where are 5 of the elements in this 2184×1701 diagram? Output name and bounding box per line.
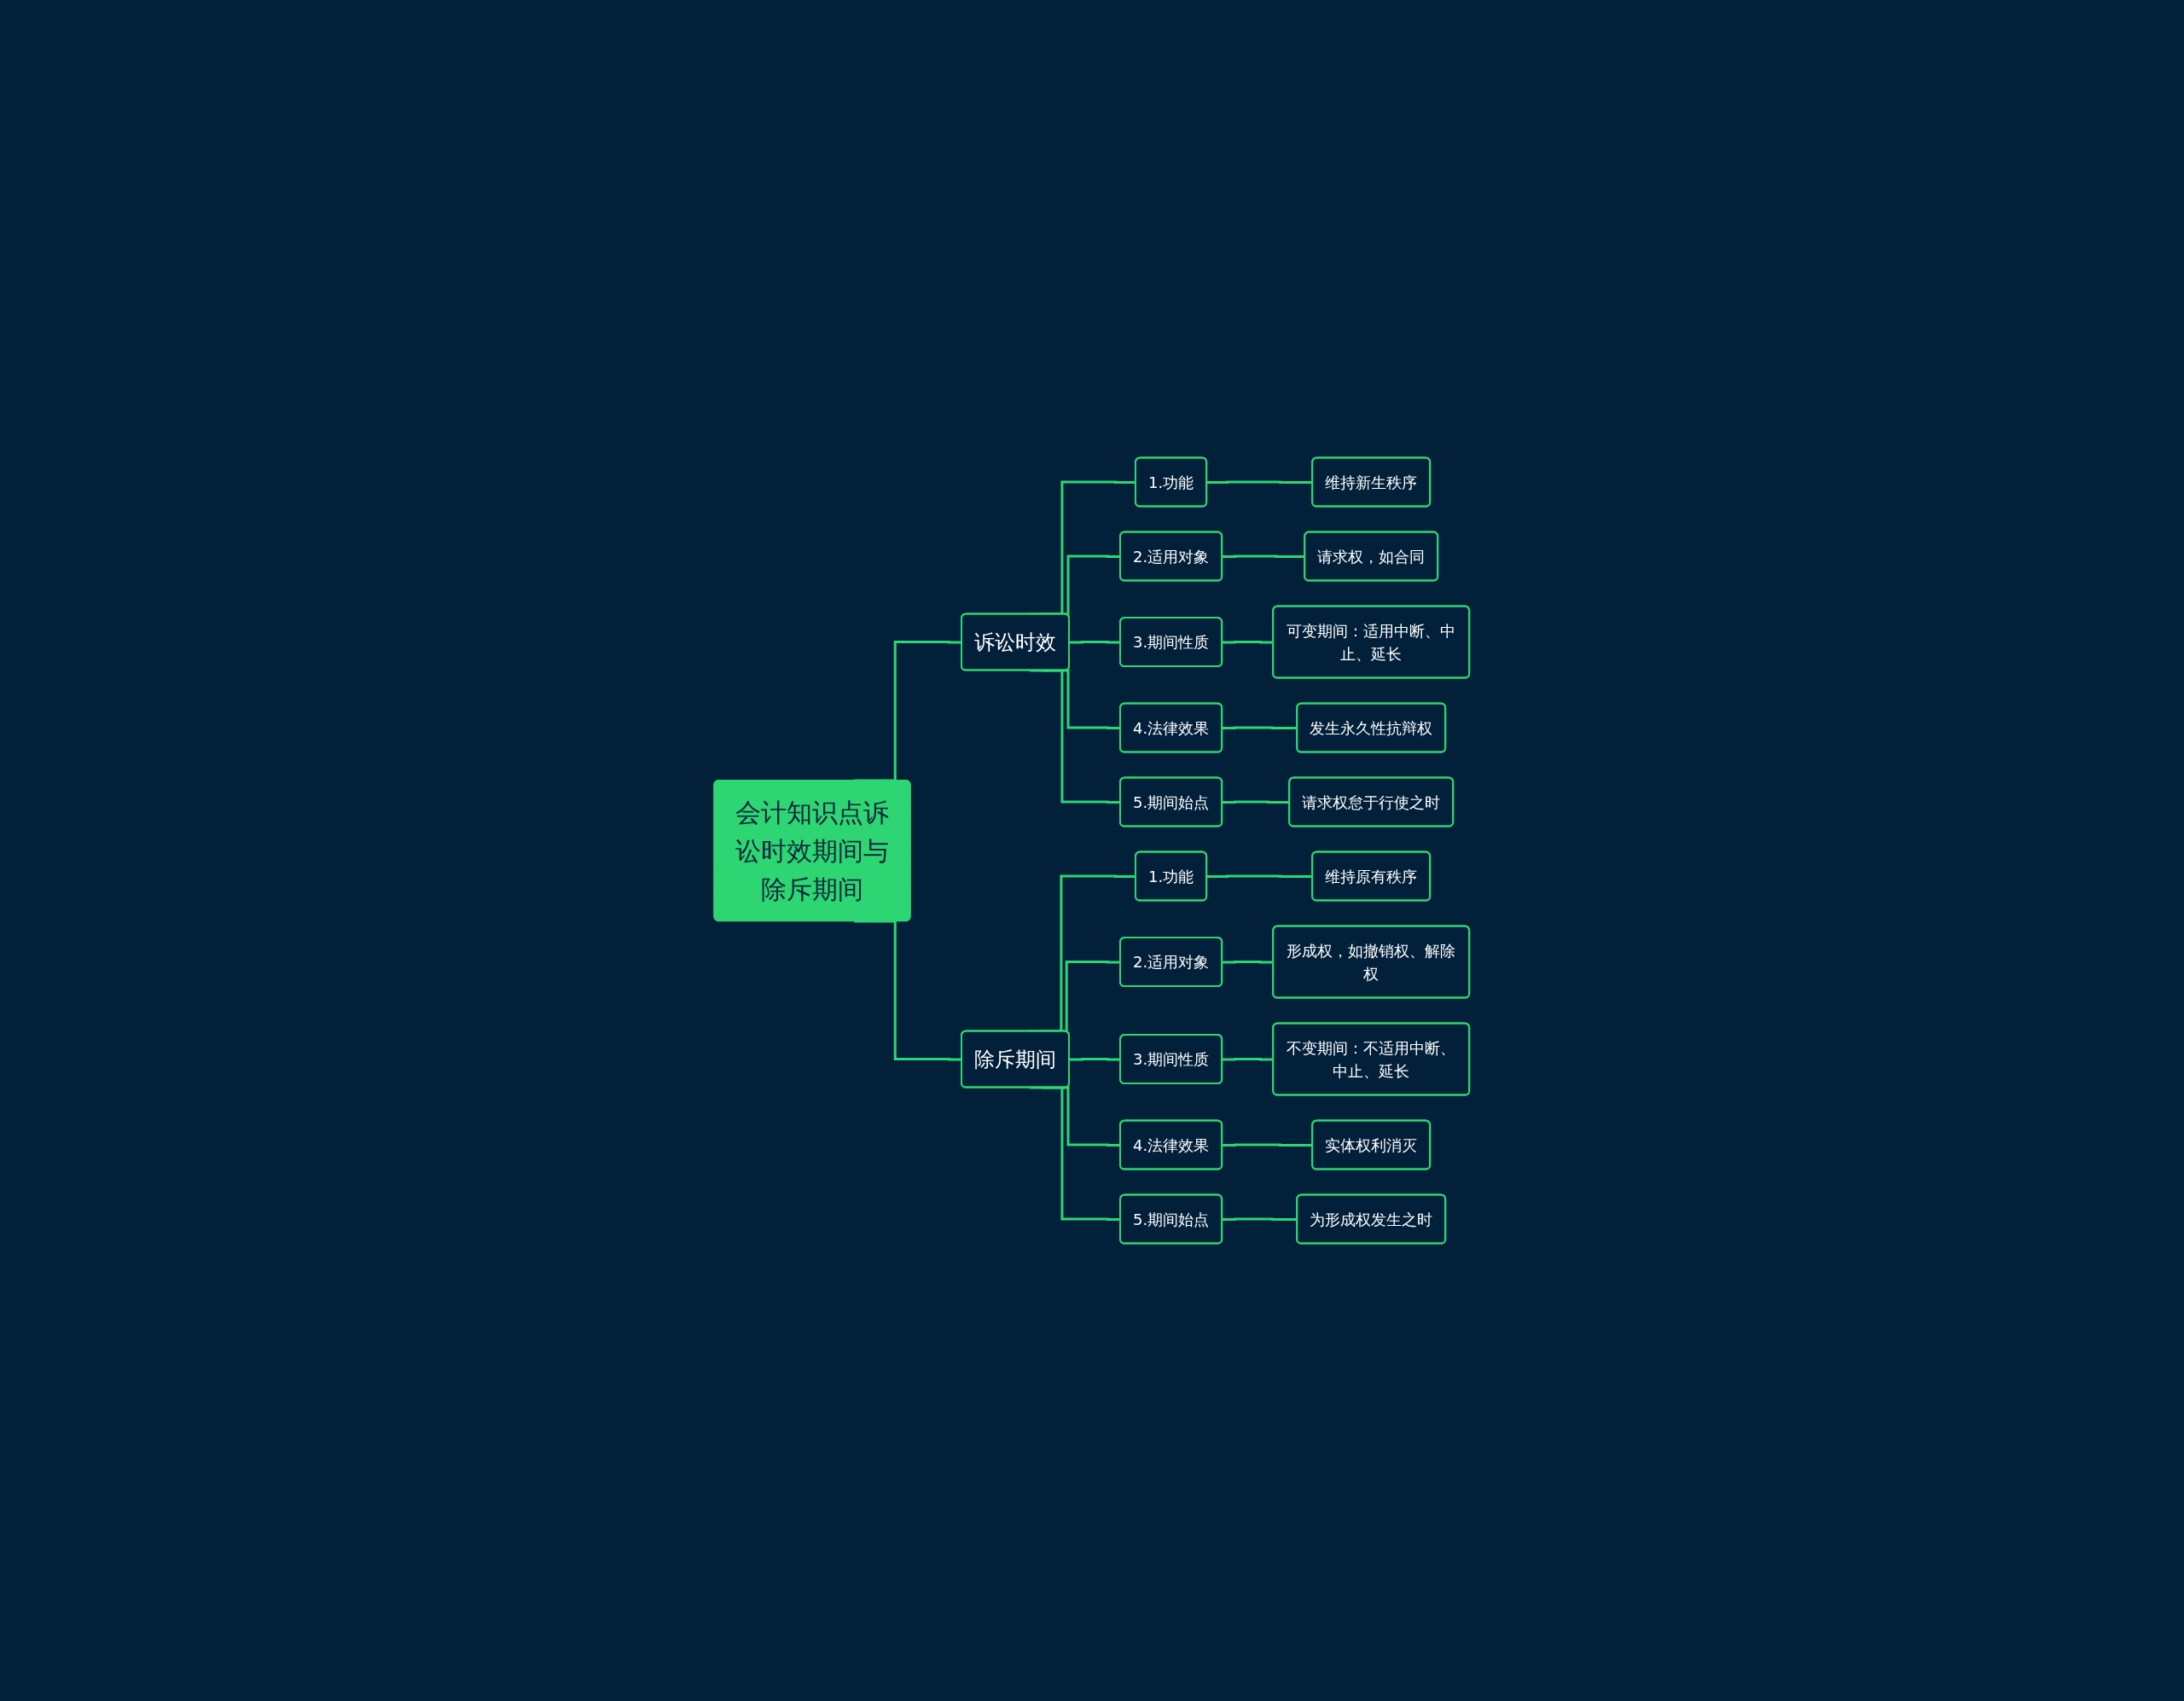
connector	[1030, 1086, 1121, 1221]
connector	[854, 920, 962, 1061]
connector	[1069, 1058, 1121, 1061]
connector	[1030, 669, 1121, 804]
connector	[1069, 641, 1121, 644]
